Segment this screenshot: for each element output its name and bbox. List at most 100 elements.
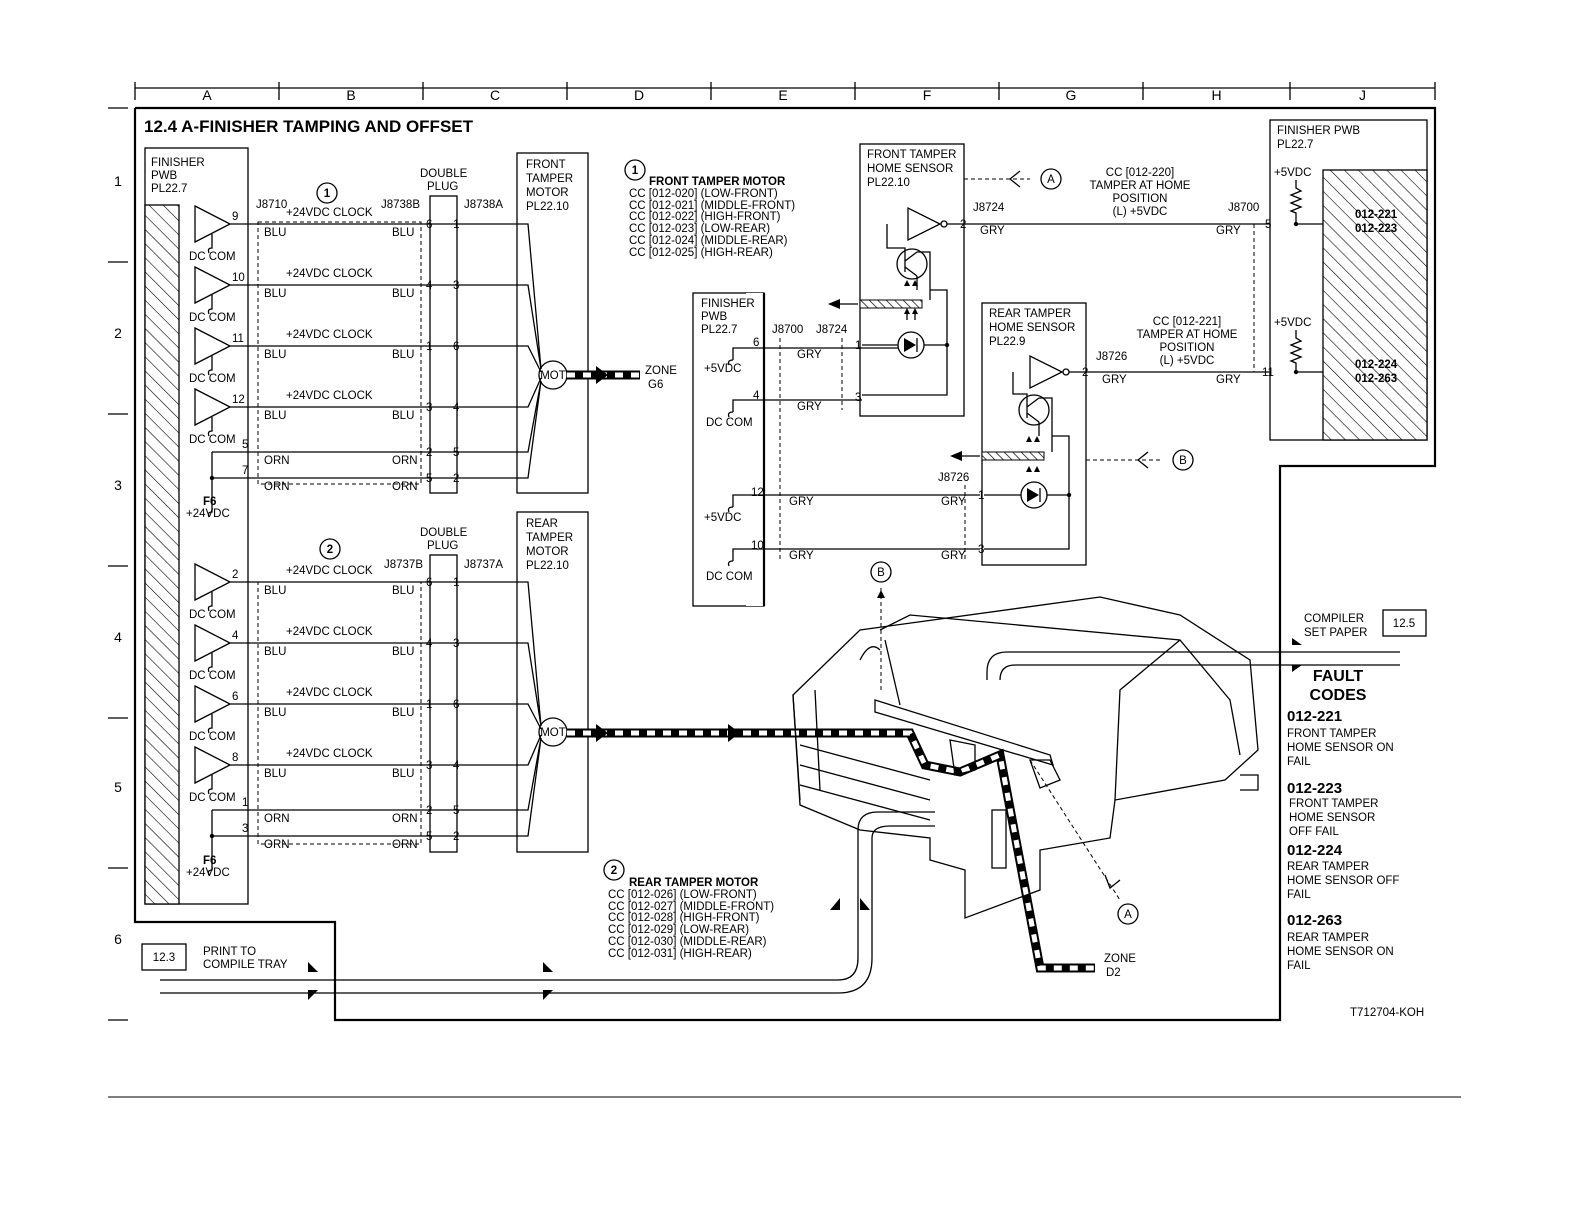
ref-a-top bbox=[1040, 168, 1062, 190]
svg-text:3: 3 bbox=[242, 823, 248, 835]
column-label: H bbox=[1211, 87, 1221, 103]
svg-text:CC [012-023] (LOW-REAR): CC [012-023] (LOW-REAR) bbox=[629, 223, 770, 235]
svg-text:+24VDC: +24VDC bbox=[186, 867, 230, 879]
print-to-label: PRINT TO bbox=[203, 946, 256, 958]
column-label: J bbox=[1359, 87, 1366, 103]
svg-text:PL22.10: PL22.10 bbox=[526, 560, 569, 572]
svg-text:REAR TAMPER: REAR TAMPER bbox=[1287, 932, 1369, 944]
connector-j8737b: J8737B bbox=[384, 559, 423, 571]
page-title: 12.4 A-FINISHER TAMPING AND OFFSET bbox=[144, 117, 474, 136]
svg-text:PL22.7: PL22.7 bbox=[1277, 139, 1313, 151]
front-tamper-motor: FRONT TAMPER MOTOR PL22.10 MOT bbox=[516, 152, 589, 494]
svg-text:CC [012-026] (LOW-FRONT): CC [012-026] (LOW-FRONT) bbox=[608, 889, 757, 901]
svg-text:012-224: 012-224 bbox=[1287, 842, 1343, 859]
svg-text:1: 1 bbox=[978, 490, 984, 502]
svg-text:HOME SENSOR: HOME SENSOR bbox=[989, 322, 1075, 334]
rear-tamper-motor: REAR TAMPER MOTOR PL22.10 MOT bbox=[516, 511, 589, 853]
svg-text:CODES: CODES bbox=[1310, 687, 1367, 704]
svg-text:8: 8 bbox=[232, 752, 238, 764]
left-finisher-pwb: FINISHER PWB PL22.7 bbox=[144, 147, 249, 905]
svg-text:POSITION: POSITION bbox=[1113, 193, 1168, 205]
svg-text:REAR: REAR bbox=[526, 518, 558, 530]
svg-text:CC [012-029] (LOW-REAR): CC [012-029] (LOW-REAR) bbox=[608, 924, 749, 936]
svg-text:REAR TAMPER MOTOR: REAR TAMPER MOTOR bbox=[629, 877, 759, 889]
column-label: E bbox=[778, 87, 787, 103]
svg-text:3: 3 bbox=[855, 392, 861, 404]
svg-text:6: 6 bbox=[453, 341, 459, 353]
svg-text:DC COM: DC COM bbox=[189, 251, 236, 263]
connector-j8738a: J8738A bbox=[464, 199, 503, 211]
svg-text:BLU: BLU bbox=[264, 227, 286, 239]
svg-text:FRONT TAMPER MOTOR: FRONT TAMPER MOTOR bbox=[649, 176, 786, 188]
figure-id: T712704-KOH bbox=[1350, 1007, 1424, 1019]
svg-text:FRONT TAMPER: FRONT TAMPER bbox=[1287, 728, 1376, 740]
svg-text:+24VDC CLOCK: +24VDC CLOCK bbox=[286, 626, 373, 638]
svg-text:CC [012-025] (HIGH-REAR): CC [012-025] (HIGH-REAR) bbox=[629, 247, 773, 259]
svg-text:GRY: GRY bbox=[941, 496, 966, 508]
svg-text:CC [012-220]: CC [012-220] bbox=[1106, 167, 1174, 179]
pwb-code-012-263: 012-263 bbox=[1355, 373, 1397, 385]
svg-text:A: A bbox=[1047, 174, 1055, 186]
column-label: G bbox=[1066, 87, 1077, 103]
svg-text:CC [012-021] (MIDDLE-FRONT): CC [012-021] (MIDDLE-FRONT) bbox=[629, 200, 795, 212]
tamper-mechanism-illustration bbox=[792, 596, 1259, 919]
svg-text:6: 6 bbox=[753, 337, 759, 349]
svg-text:5: 5 bbox=[453, 447, 459, 459]
svg-text:CC [012-221]: CC [012-221] bbox=[1153, 316, 1221, 328]
page-ref-12-3: 12.3 bbox=[141, 943, 187, 971]
svg-text:GRY: GRY bbox=[789, 550, 814, 562]
svg-text:012-223: 012-223 bbox=[1287, 780, 1342, 797]
svg-text:HOME SENSOR ON: HOME SENSOR ON bbox=[1287, 946, 1394, 958]
svg-text:1: 1 bbox=[453, 577, 459, 589]
svg-text:FRONT TAMPER: FRONT TAMPER bbox=[1289, 798, 1378, 810]
svg-text:PL22.7: PL22.7 bbox=[701, 324, 737, 336]
svg-text:10: 10 bbox=[751, 540, 764, 552]
svg-text:ORN: ORN bbox=[264, 839, 290, 851]
svg-text:GRY: GRY bbox=[980, 225, 1005, 237]
svg-text:DC COM: DC COM bbox=[189, 434, 236, 446]
svg-text:BLU: BLU bbox=[264, 707, 286, 719]
svg-text:4: 4 bbox=[753, 390, 760, 402]
svg-text:DC COM: DC COM bbox=[706, 417, 753, 429]
svg-text:1: 1 bbox=[632, 165, 639, 177]
svg-text:2: 2 bbox=[327, 544, 333, 556]
svg-text:+24VDC CLOCK: +24VDC CLOCK bbox=[286, 329, 373, 341]
svg-text:ORN: ORN bbox=[392, 481, 418, 493]
column-label: A bbox=[202, 87, 212, 103]
svg-text:10: 10 bbox=[232, 272, 245, 284]
svg-text:1: 1 bbox=[855, 340, 861, 352]
svg-text:(L) +5VDC: (L) +5VDC bbox=[1160, 355, 1215, 367]
svg-text:DC COM: DC COM bbox=[189, 792, 236, 804]
row-label: 5 bbox=[114, 779, 122, 795]
svg-text:GRY: GRY bbox=[1216, 225, 1241, 237]
svg-text:ORN: ORN bbox=[264, 813, 290, 825]
rear-motor-wiring bbox=[517, 581, 542, 837]
svg-text:HOME SENSOR OFF: HOME SENSOR OFF bbox=[1287, 875, 1399, 887]
row-label: 3 bbox=[114, 477, 122, 493]
svg-text:+24VDC: +24VDC bbox=[186, 508, 230, 520]
svg-text:GRY: GRY bbox=[797, 401, 822, 413]
svg-text:TAMPER AT HOME: TAMPER AT HOME bbox=[1137, 329, 1238, 341]
cc-012-220: CC [012-220] TAMPER AT HOME POSITION (L)… bbox=[1090, 167, 1191, 218]
svg-text:PWB: PWB bbox=[151, 170, 178, 182]
double-plug-front bbox=[429, 195, 458, 494]
svg-text:GRY: GRY bbox=[941, 550, 966, 562]
double-plug-rear bbox=[429, 554, 458, 853]
svg-text:PL22.7: PL22.7 bbox=[151, 183, 187, 195]
compiler-label: COMPILER bbox=[1304, 613, 1364, 625]
svg-text:012-221: 012-221 bbox=[1287, 708, 1342, 725]
svg-text:REAR TAMPER: REAR TAMPER bbox=[1287, 861, 1369, 873]
ref-b-right bbox=[1172, 449, 1194, 471]
svg-text:PLUG: PLUG bbox=[427, 181, 458, 193]
svg-text:012-263: 012-263 bbox=[1287, 912, 1342, 929]
svg-text:GRY: GRY bbox=[1102, 374, 1127, 386]
svg-text:BLU: BLU bbox=[264, 646, 286, 658]
svg-text:COMPILE TRAY: COMPILE TRAY bbox=[203, 959, 288, 971]
svg-text:BLU: BLU bbox=[392, 410, 414, 422]
